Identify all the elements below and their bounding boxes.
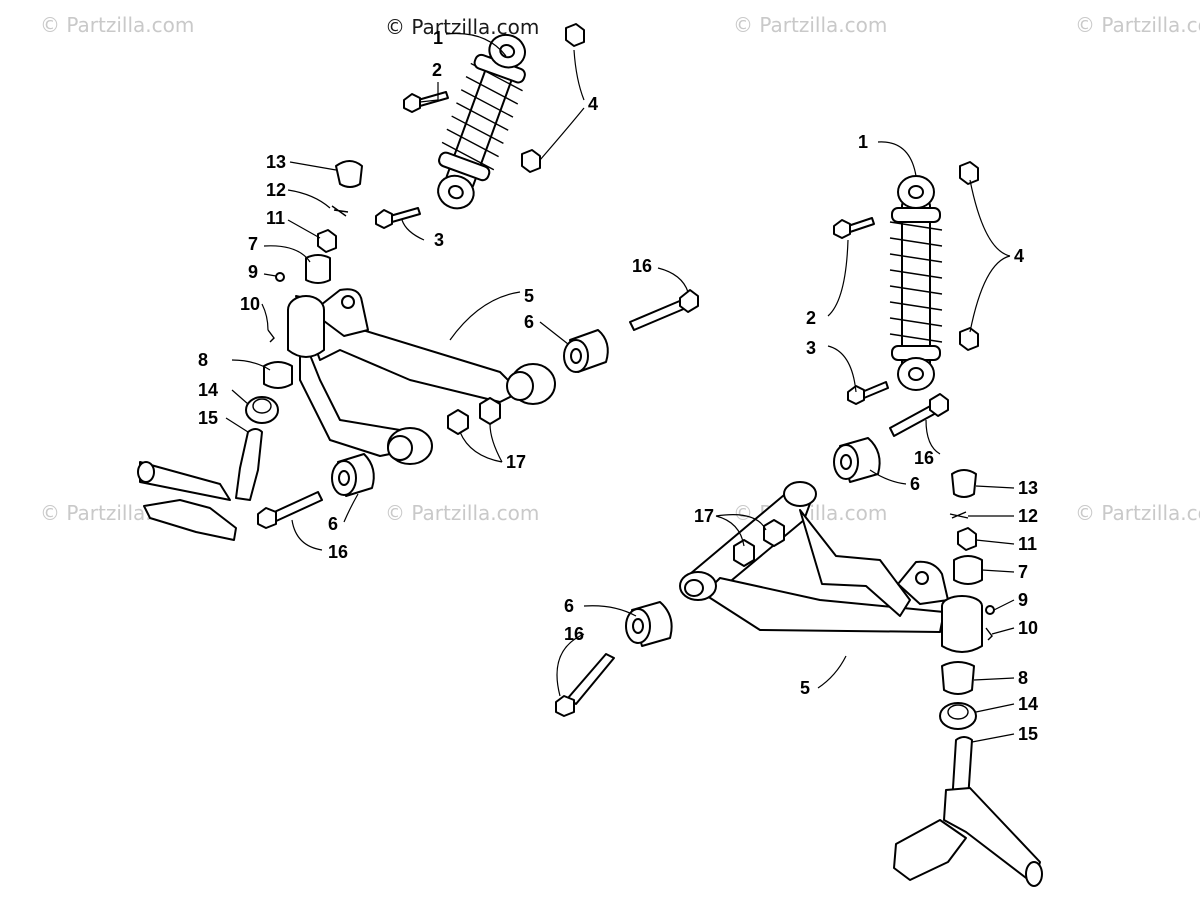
- left-assembly: 1 2 3 4 5 6 6 7 8 9 10 11 12 13 14 15 16…: [137, 23, 699, 562]
- left-bolt-3: [375, 207, 421, 229]
- left-spindle-15: [137, 428, 263, 541]
- right-assembly: 1 2 3 4 5 6 6 7 8 9 10 11 12 13 14 15 16…: [555, 132, 1043, 887]
- watermark-top-right: © Partzilla.com: [733, 13, 887, 37]
- left-callout-9: 9: [248, 262, 258, 282]
- left-callout-4: 4: [588, 94, 598, 114]
- right-bushing-6-upper: [833, 437, 881, 483]
- right-callout-12: 12: [1018, 506, 1038, 526]
- right-nuts-17: [733, 519, 785, 567]
- left-callout-11: 11: [266, 208, 285, 228]
- watermark-top-far-right: © Partzilla.com: [1075, 13, 1200, 37]
- right-callout-17: 17: [694, 506, 714, 526]
- right-callout-11: 11: [1018, 534, 1037, 554]
- left-callout-15: 15: [198, 408, 218, 428]
- right-shock-absorber: [889, 175, 943, 391]
- left-callout-3: 3: [434, 230, 444, 250]
- left-callout-13: 13: [266, 152, 286, 172]
- left-small-hardware: [245, 160, 363, 424]
- right-bolt-16-lower: [555, 653, 615, 717]
- watermark-mid-far-right: © Partzilla.com: [1075, 501, 1200, 525]
- right-small-hardware: [939, 469, 995, 730]
- left-nuts-4: [521, 23, 585, 173]
- right-callout-7: 7: [1018, 562, 1028, 582]
- right-leader-lines: [556, 141, 1015, 743]
- right-bushing-6-lower: [625, 601, 673, 647]
- right-callout-6-lower: 6: [564, 596, 574, 616]
- watermark-mid-center: © Partzilla.com: [385, 501, 539, 525]
- left-nuts-17: [447, 397, 501, 435]
- right-callout-4: 4: [1014, 246, 1024, 266]
- right-callout-15: 15: [1018, 724, 1038, 744]
- left-callout-6-lower: 6: [328, 514, 338, 534]
- left-leader-lines: [225, 32, 689, 551]
- right-bolt-3: [847, 381, 889, 405]
- left-callout-1: 1: [433, 28, 443, 48]
- right-callout-6-upper: 6: [910, 474, 920, 494]
- right-callout-16-lower: 16: [564, 624, 584, 644]
- right-callout-2: 2: [806, 308, 816, 328]
- right-callout-1: 1: [858, 132, 868, 152]
- left-bolts-16: [257, 289, 699, 529]
- right-callout-14: 14: [1018, 694, 1038, 714]
- right-callout-3: 3: [806, 338, 816, 358]
- left-callout-12: 12: [266, 180, 286, 200]
- right-callout-16-upper: 16: [914, 448, 934, 468]
- right-callout-13: 13: [1018, 478, 1038, 498]
- left-callout-14: 14: [198, 380, 218, 400]
- left-bolt-2: [403, 91, 449, 113]
- left-callout-2: 2: [432, 60, 442, 80]
- left-bushings-6: [331, 329, 609, 497]
- left-callout-5: 5: [524, 286, 534, 306]
- left-callout-8: 8: [198, 350, 208, 370]
- right-callout-5: 5: [800, 678, 810, 698]
- left-callout-17: 17: [506, 452, 526, 472]
- right-bolt-2: [833, 217, 875, 239]
- left-callout-10: 10: [240, 294, 260, 314]
- left-callout-16-lower: 16: [328, 542, 348, 562]
- left-shock-absorber: [437, 33, 526, 210]
- left-callout-16-upper: 16: [632, 256, 652, 276]
- right-bolt-16-upper: [889, 393, 949, 437]
- right-callout-9: 9: [1018, 590, 1028, 610]
- left-callout-7: 7: [248, 234, 258, 254]
- right-nuts-4: [959, 161, 979, 351]
- left-a-arm: [287, 288, 556, 465]
- watermark-top-left: © Partzilla.com: [40, 13, 194, 37]
- left-callout-6-upper: 6: [524, 312, 534, 332]
- watermark-top: © Partzilla.com: [385, 15, 539, 39]
- right-callout-10: 10: [1018, 618, 1038, 638]
- right-spindle-15: [893, 736, 1043, 887]
- right-callout-8: 8: [1018, 668, 1028, 688]
